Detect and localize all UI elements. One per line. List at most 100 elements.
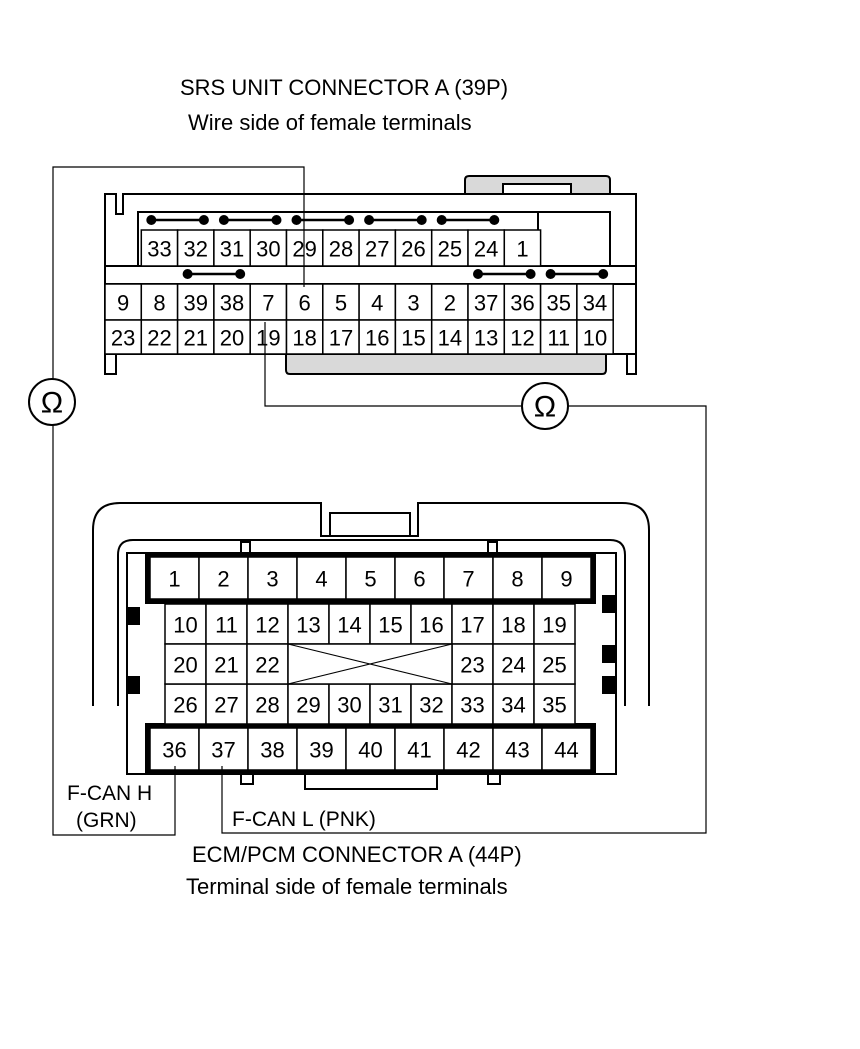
terminal-number: 31 xyxy=(378,693,402,718)
terminal-number: 23 xyxy=(111,326,135,351)
terminal-cell: 31 xyxy=(369,683,412,725)
terminal-number: 22 xyxy=(147,326,171,351)
terminal-cell: 6 xyxy=(394,556,445,600)
terminal-number: 9 xyxy=(117,291,129,316)
terminal-cell: 6 xyxy=(285,283,324,321)
terminal-number: 5 xyxy=(364,567,376,592)
terminal-number: 23 xyxy=(460,653,484,678)
terminal-number: 15 xyxy=(401,326,425,351)
shorting-bar xyxy=(545,269,609,279)
terminal-cell: 36 xyxy=(149,727,200,771)
terminal-cell: 30 xyxy=(328,683,371,725)
terminal-number: 14 xyxy=(438,326,462,351)
terminal-number: 24 xyxy=(474,237,498,262)
terminal-number: 35 xyxy=(547,291,571,316)
terminal-number: 38 xyxy=(220,291,244,316)
terminal-cell: 12 xyxy=(503,319,542,355)
terminal-cell: 7 xyxy=(249,283,288,321)
f-can-h-label: F-CAN H xyxy=(67,782,152,805)
terminal-number: 38 xyxy=(260,738,284,763)
srs-connector-subtitle: Wire side of female terminals xyxy=(188,110,472,135)
terminal-number: 30 xyxy=(337,693,361,718)
terminal-cell: 31 xyxy=(213,229,251,267)
terminal-number: 1 xyxy=(516,237,528,262)
terminal-number: 4 xyxy=(315,567,327,592)
terminal-cell: 19 xyxy=(533,603,576,645)
terminal-cell: 4 xyxy=(296,556,347,600)
terminal-cell: 27 xyxy=(205,683,248,725)
unused-cavity-block xyxy=(287,643,453,685)
terminal-cell: 34 xyxy=(492,683,535,725)
terminal-cell: 11 xyxy=(539,319,578,355)
terminal-number: 26 xyxy=(401,237,425,262)
terminal-cell: 18 xyxy=(285,319,324,355)
terminal-cell: 2 xyxy=(198,556,249,600)
terminal-number: 14 xyxy=(337,613,361,638)
terminal-number: 28 xyxy=(329,237,353,262)
terminal-number: 5 xyxy=(335,291,347,316)
terminal-cell: 10 xyxy=(576,319,614,355)
terminal-cell: 28 xyxy=(322,229,360,267)
terminal-number: 27 xyxy=(365,237,389,262)
terminal-number: 1 xyxy=(168,567,180,592)
terminal-cell: 13 xyxy=(287,603,330,645)
terminal-number: 27 xyxy=(214,693,238,718)
terminal-cell: 25 xyxy=(430,229,469,267)
terminal-number: 40 xyxy=(358,738,382,763)
terminal-cell: 10 xyxy=(164,603,207,645)
terminal-number: 3 xyxy=(266,567,278,592)
terminal-number: 2 xyxy=(444,291,456,316)
ohm-icon: Ω xyxy=(534,391,556,424)
terminal-cell: 3 xyxy=(247,556,298,600)
terminal-number: 33 xyxy=(460,693,484,718)
terminal-cell: 2 xyxy=(430,283,469,321)
shorting-bar xyxy=(473,269,536,279)
terminal-cell: 21 xyxy=(176,319,215,355)
terminal-cell: 40 xyxy=(345,727,396,771)
terminal-cell: 29 xyxy=(287,683,330,725)
terminal-number: 33 xyxy=(147,237,171,262)
terminal-number: 19 xyxy=(256,326,280,351)
terminal-number: 36 xyxy=(162,738,186,763)
terminal-number: 36 xyxy=(510,291,534,316)
terminal-number: 34 xyxy=(501,693,525,718)
terminal-cell: 23 xyxy=(451,643,494,685)
terminal-cell: 35 xyxy=(533,683,576,725)
terminal-cell: 25 xyxy=(533,643,576,685)
terminal-number: 22 xyxy=(255,653,279,678)
terminal-number: 7 xyxy=(262,291,274,316)
shorting-bar xyxy=(364,215,427,225)
terminal-cell: 13 xyxy=(467,319,506,355)
terminal-number: 10 xyxy=(173,613,197,638)
terminal-cell: 27 xyxy=(358,229,397,267)
srs-connector-title: SRS UNIT CONNECTOR A (39P) xyxy=(180,75,508,100)
terminal-cell: 14 xyxy=(430,319,469,355)
terminal-number: 6 xyxy=(299,291,311,316)
terminal-cell: 5 xyxy=(322,283,360,321)
terminal-number: 11 xyxy=(547,326,570,351)
terminal-number: 39 xyxy=(184,291,208,316)
terminal-number: 17 xyxy=(460,613,484,638)
terminal-cell: 9 xyxy=(541,556,592,600)
terminal-cell: 41 xyxy=(394,727,445,771)
terminal-cell: 37 xyxy=(467,283,506,321)
terminal-number: 13 xyxy=(296,613,320,638)
terminal-cell: 9 xyxy=(104,283,143,321)
terminal-cell: 37 xyxy=(198,727,249,771)
shorting-bar xyxy=(218,215,282,225)
terminal-number: 37 xyxy=(474,291,498,316)
ohm-icon: Ω xyxy=(41,387,63,420)
terminal-cell: 16 xyxy=(410,603,453,645)
terminal-number: 18 xyxy=(501,613,525,638)
terminal-cell: 32 xyxy=(410,683,453,725)
terminal-number: 2 xyxy=(217,567,229,592)
ecm-connector-subtitle: Terminal side of female terminals xyxy=(186,874,508,899)
terminal-cell: 33 xyxy=(451,683,494,725)
terminal-cell: 39 xyxy=(176,283,215,321)
terminal-cell: 12 xyxy=(246,603,289,645)
terminal-number: 6 xyxy=(413,567,425,592)
f-can-l-label: F-CAN L (PNK) xyxy=(232,808,376,831)
terminal-cell: 8 xyxy=(492,556,543,600)
